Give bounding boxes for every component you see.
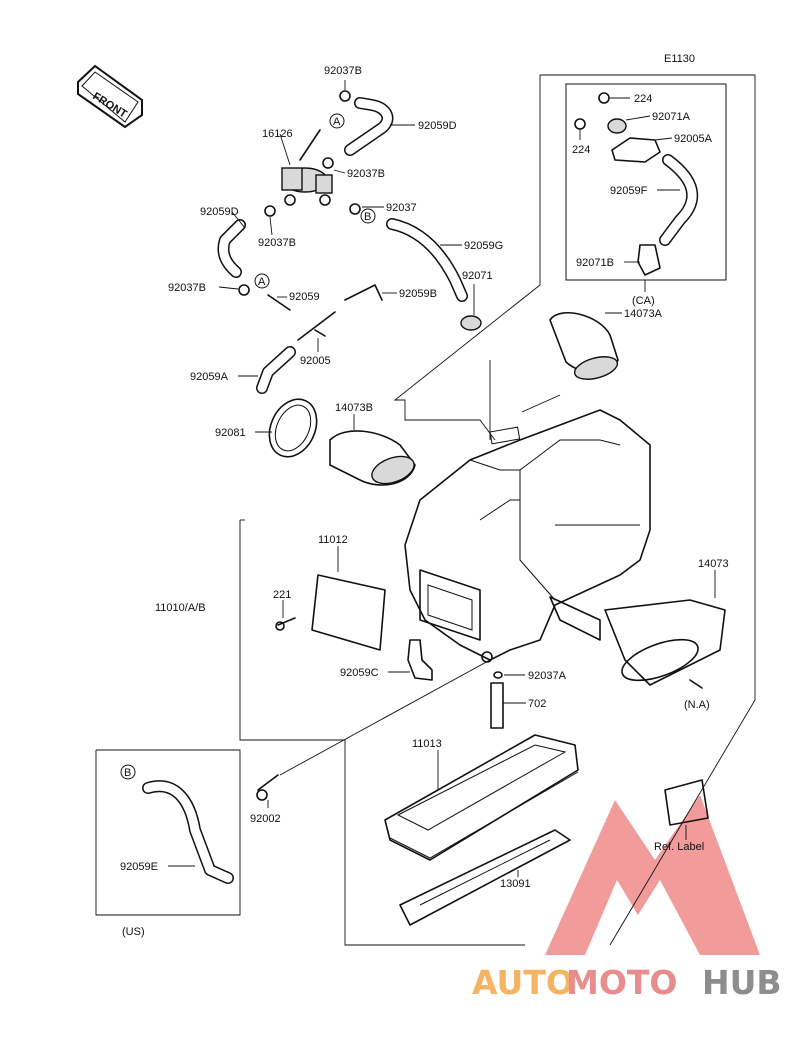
label-224-b: 224 <box>572 144 590 156</box>
label-16126: 16126 <box>262 128 293 140</box>
label-92002: 92002 <box>250 813 281 825</box>
label-92037: 92037 <box>386 202 417 214</box>
valve-16126 <box>281 167 333 206</box>
us-inset: B (US) <box>95 749 241 938</box>
callout-b-top: B <box>364 211 371 223</box>
air-filter-element <box>384 734 579 926</box>
label-11010: 11010/A/B <box>155 602 206 614</box>
callout-a-top: A <box>333 116 341 128</box>
ref-label <box>664 779 709 840</box>
label-92059E: 92059E <box>120 861 158 873</box>
watermark-hub: HUB <box>702 963 782 1002</box>
label-92059C: 92059C <box>340 667 379 679</box>
top-hoses: A B A <box>217 80 482 458</box>
label-92081: 92081 <box>215 427 246 439</box>
label-92071: 92071 <box>462 270 493 282</box>
label-ref-label: Ref. Label <box>654 841 704 853</box>
label-92037B-left: 92037B <box>258 237 296 249</box>
label-92059A: 92059A <box>190 371 229 383</box>
label-92005A: 92005A <box>674 133 713 145</box>
label-92059D-left: 92059D <box>200 206 239 218</box>
assembly-frame <box>239 74 756 946</box>
watermark-auto: AUTO <box>472 963 574 1002</box>
air-box-housing <box>404 409 651 663</box>
label-92059: 92059 <box>289 291 320 303</box>
label-11012: 11012 <box>318 534 348 546</box>
label-92037B-low: 92037B <box>168 282 206 294</box>
drain-parts <box>388 639 526 729</box>
label-92059G: 92059G <box>464 240 503 252</box>
label-14073B: 14073B <box>335 402 373 414</box>
label-92059F: 92059F <box>610 185 648 197</box>
label-92037A: 92037A <box>528 670 567 682</box>
ca-inset-box: (CA) 224 224 92071A 92005A 92059F 92071B <box>565 83 727 307</box>
label-92059B: 92059B <box>399 288 437 300</box>
diagram-code: E1130 <box>664 53 695 65</box>
label-221: 221 <box>273 589 291 601</box>
watermark-text: AUTO MOTO HUB <box>472 963 782 1002</box>
label-92059D-top: 92059D <box>418 120 457 132</box>
label-224-a: 224 <box>634 93 652 105</box>
intake-boots <box>329 312 622 486</box>
label-92037B-mid: 92037B <box>347 168 385 180</box>
watermark-moto: MOTO <box>566 963 677 1002</box>
region-na-label: (N.A) <box>684 699 710 711</box>
callout-a-low: A <box>258 276 266 288</box>
label-92005: 92005 <box>300 355 331 367</box>
callout-b-us: B <box>124 767 131 779</box>
plate-11012 <box>275 546 386 651</box>
label-702: 702 <box>528 698 546 710</box>
screw-92002 <box>256 659 491 808</box>
label-92037B-top: 92037B <box>324 65 362 77</box>
label-13091: 13091 <box>500 878 531 890</box>
label-14073: 14073 <box>698 558 729 570</box>
watermark-logo <box>545 795 760 955</box>
label-92071A: 92071A <box>652 111 691 123</box>
front-arrow-icon: FRONT <box>77 64 143 129</box>
region-us-label: (US) <box>122 926 145 938</box>
duct-14073 <box>604 570 726 689</box>
label-11013: 11013 <box>412 738 442 750</box>
label-14073A: 14073A <box>624 308 663 320</box>
label-92071B: 92071B <box>576 257 614 269</box>
region-ca-label: (CA) <box>632 295 655 307</box>
